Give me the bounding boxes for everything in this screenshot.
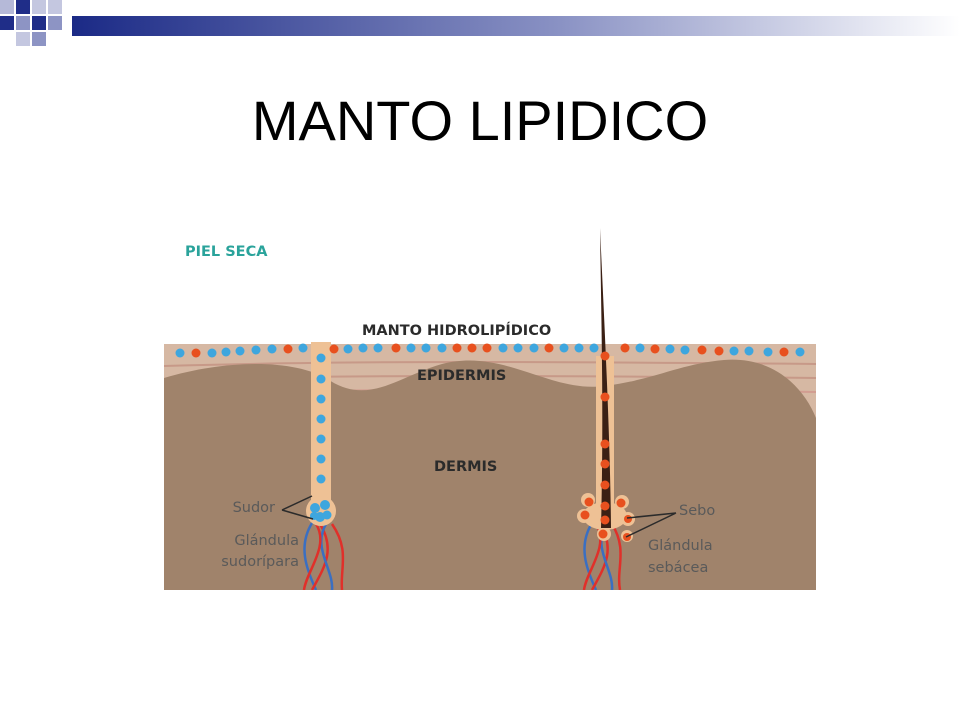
- dermis-label: DERMIS: [434, 459, 497, 475]
- sebum-label: Sebo: [679, 503, 715, 519]
- slide-title: MANTO LIPIDICO: [251, 89, 709, 152]
- sweat-label: Sudor: [233, 500, 275, 516]
- diagram-title: PIEL SECA: [185, 244, 268, 260]
- skin-lipid-mantle-diagram: PIEL SECA MANTO HIDROLIPÍDICO EPIDERMIS …: [164, 228, 816, 590]
- sweat-gland-vessels: [302, 522, 345, 590]
- epidermis-label: EPIDERMIS: [417, 368, 506, 384]
- sweat-gland-label-line1: Glándula: [234, 533, 299, 549]
- sweat-duct-droplets: [316, 353, 326, 484]
- callout-lines: [281, 495, 677, 538]
- hair-shaft: [600, 228, 611, 528]
- hydrolipid-mantle: [175, 343, 805, 358]
- sebum-droplets: [580, 351, 632, 541]
- hydrolipid-mantle-label: MANTO HIDROLIPÍDICO: [362, 322, 551, 339]
- sebaceous-gland-label-line2: sebácea: [648, 560, 708, 576]
- sebaceous-gland-label-line1: Glándula: [648, 538, 713, 554]
- sweat-duct: [311, 342, 331, 512]
- sweat-gland-label-line2: sudorípara: [221, 554, 299, 570]
- slide-header-decoration: [0, 0, 960, 46]
